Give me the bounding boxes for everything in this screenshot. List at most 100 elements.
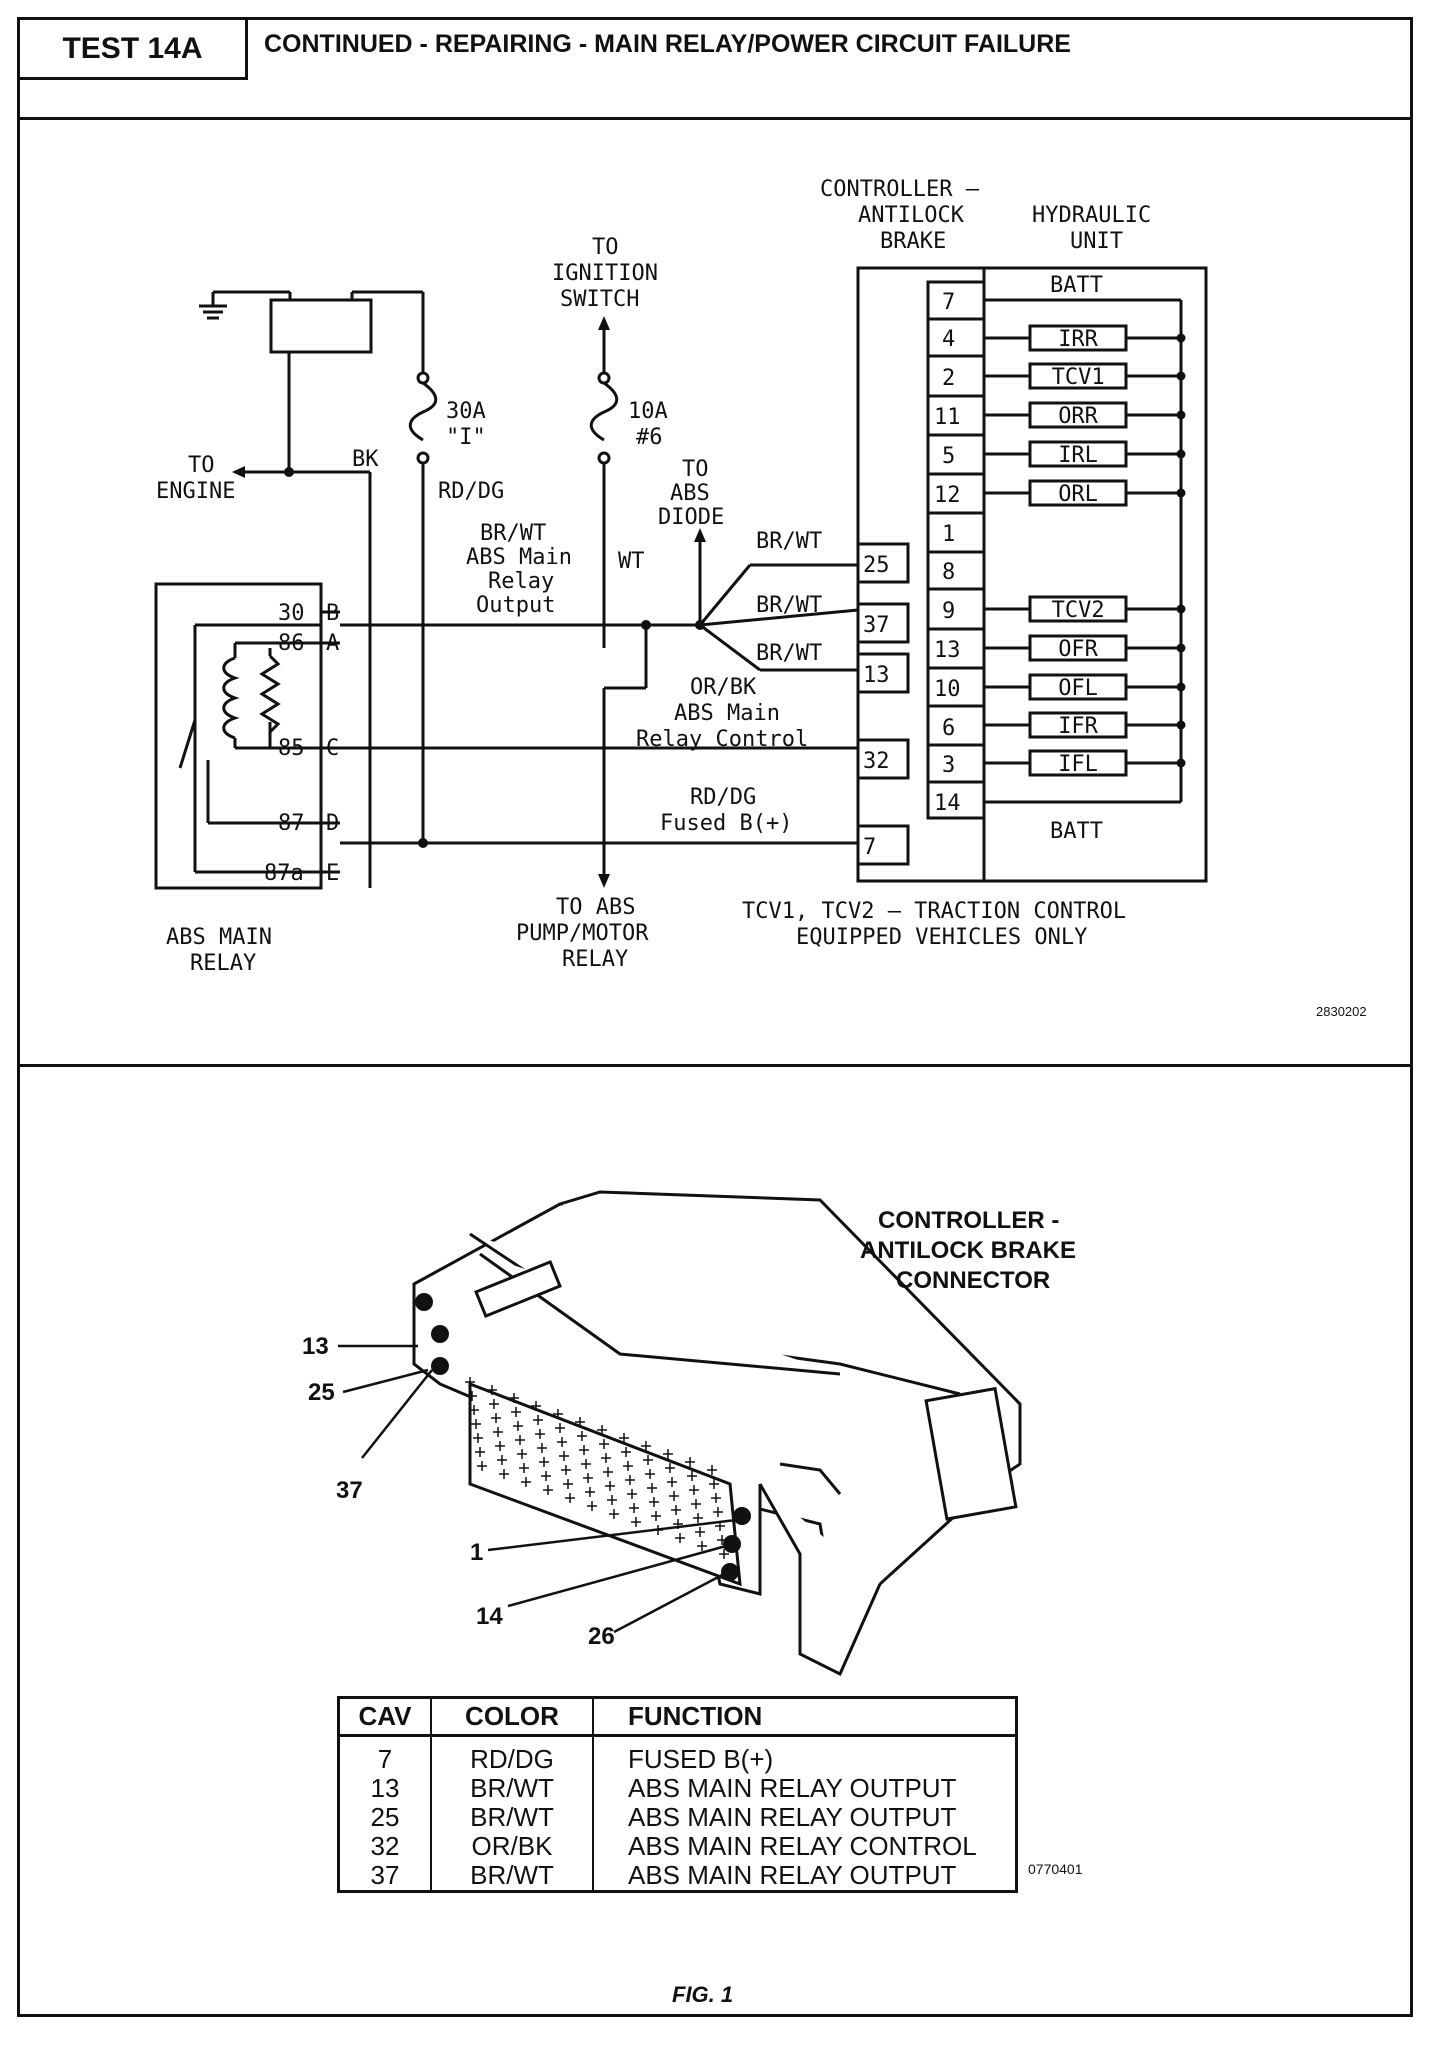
hydraulic-label-2: UNIT <box>1070 229 1123 254</box>
terminal-mark <box>533 1415 543 1425</box>
hydraulic-unit-box <box>982 266 1208 883</box>
hcu-pin-label: 1 <box>942 522 955 547</box>
coil-label: OFR <box>1058 637 1098 662</box>
battery-icon <box>269 298 373 354</box>
terminal-mark <box>513 1421 523 1431</box>
terminal-mark <box>535 1429 545 1439</box>
terminal-mark <box>575 1417 585 1427</box>
schematic-figure-code: 2830202 <box>1316 1004 1367 1019</box>
batt-bottom-label: BATT <box>1050 819 1103 844</box>
terminal-mark <box>537 1443 547 1453</box>
terminal-mark <box>631 1517 641 1527</box>
abs-diode-label-2: ABS <box>670 481 710 506</box>
terminal-mark <box>495 1441 505 1451</box>
resistor-icon <box>259 654 281 734</box>
table-header-row: CAV COLOR FUNCTION <box>338 1697 1017 1737</box>
terminal-mark <box>609 1509 619 1519</box>
arrow-up-icon <box>598 316 610 330</box>
arrow-down-icon <box>598 874 610 888</box>
connector-title-3: CONNECTOR <box>896 1267 1050 1294</box>
col-header-cav: CAV <box>338 1697 432 1737</box>
terminal-mark <box>471 1419 481 1429</box>
terminal-mark <box>695 1527 705 1537</box>
terminal-mark <box>477 1461 487 1471</box>
terminal-mark <box>497 1455 507 1465</box>
tcv-note-2: EQUIPPED VEHICLES ONLY <box>796 925 1087 950</box>
pump-relay-label-3: RELAY <box>562 947 628 972</box>
terminal-mark <box>561 1465 571 1475</box>
terminal-mark <box>581 1459 591 1469</box>
hcu-pin-label: 10 <box>934 677 961 702</box>
hcu-pin-label: 6 <box>942 716 955 741</box>
callout-25: 25 <box>308 1379 335 1406</box>
terminal-mark <box>517 1449 527 1459</box>
arrow-left-icon <box>232 466 245 478</box>
relay-label-1: ABS MAIN <box>166 925 272 950</box>
or-bk-label-2: ABS Main <box>674 701 780 726</box>
table-row: 13 BR/WT ABS MAIN RELAY OUTPUT <box>338 1774 1017 1803</box>
coil-junction-dot <box>1176 643 1186 653</box>
table-row: 37 BR/WT ABS MAIN RELAY OUTPUT <box>338 1860 1017 1892</box>
arrow-up-icon <box>694 528 706 542</box>
hcu-pin-label: 8 <box>942 560 955 585</box>
hcu-pin-label: 7 <box>942 290 955 315</box>
controller-label-2: ANTILOCK <box>858 203 965 228</box>
coil-label: TCV1 <box>1052 365 1105 390</box>
terminal-mark <box>607 1495 617 1505</box>
terminal-mark <box>559 1451 569 1461</box>
relay-pin-letter: E <box>326 861 339 886</box>
coil-dots <box>1176 333 1186 768</box>
br-wt-label-4: Output <box>476 593 555 618</box>
terminal-mark <box>707 1465 717 1475</box>
terminal-mark <box>691 1499 701 1509</box>
terminal-mark <box>509 1393 519 1403</box>
engine-label-1: TO <box>188 453 215 478</box>
cell-color: OR/BK <box>431 1832 594 1861</box>
hcu-pin-label: 12 <box>934 483 961 508</box>
controller-label-1: CONTROLLER – <box>820 177 980 202</box>
terminal-mark <box>493 1427 503 1437</box>
fuse-30a-label-2: "I" <box>446 425 486 450</box>
terminal-mark <box>671 1505 681 1515</box>
wire-wt-label: WT <box>618 549 645 574</box>
ignition-label-1: TO <box>592 235 619 260</box>
cell-function: ABS MAIN RELAY OUTPUT <box>628 1802 957 1832</box>
terminal-mark <box>469 1405 479 1415</box>
terminal-mark <box>645 1469 655 1479</box>
terminal-mark <box>629 1503 639 1513</box>
tcv-note-1: TCV1, TCV2 – TRACTION CONTROL <box>742 899 1126 924</box>
callout-26: 26 <box>588 1623 615 1650</box>
cell-function: ABS MAIN RELAY OUTPUT <box>628 1860 957 1890</box>
coil-label: ORL <box>1058 482 1098 507</box>
hcu-pin-label: 2 <box>942 366 955 391</box>
terminal-mark <box>619 1433 629 1443</box>
connector-title-2: ANTILOCK BRAKE <box>860 1237 1076 1264</box>
wire-br-wt-label-3: BR/WT <box>756 641 822 666</box>
terminal-mark <box>515 1435 525 1445</box>
terminal-mark <box>563 1479 573 1489</box>
cell-function: ABS MAIN RELAY CONTROL <box>628 1831 977 1861</box>
relay-label-2: RELAY <box>190 951 256 976</box>
rd-dg-fused-label-1: RD/DG <box>690 785 756 810</box>
coil-label: IFR <box>1058 714 1098 739</box>
cell-cav: 13 <box>338 1774 432 1803</box>
coil-label: IRR <box>1058 327 1098 352</box>
relay-coil-icon <box>222 656 240 740</box>
hcu-pin-label: 9 <box>942 599 955 624</box>
ignition-label-2: IGNITION <box>552 261 658 286</box>
callout-1: 1 <box>470 1539 483 1566</box>
terminal-mark <box>465 1377 475 1387</box>
wiring-schematic: CONTROLLER – ANTILOCK BRAKE HYDRAULIC UN… <box>154 177 1367 1019</box>
or-bk-label-1: OR/BK <box>690 675 757 700</box>
terminal-mark <box>565 1493 575 1503</box>
controller-label-3: BRAKE <box>880 229 946 254</box>
or-bk-label-3: Relay Control <box>636 727 808 752</box>
section-divider <box>20 1064 1410 1067</box>
hcu-pin-label: 13 <box>934 638 961 663</box>
relay-pin-number: 85 <box>278 736 305 761</box>
terminal-mark <box>667 1477 677 1487</box>
coil-label: TCV2 <box>1052 598 1105 623</box>
cell-cav: 37 <box>338 1861 432 1892</box>
cell-cav: 7 <box>338 1735 432 1774</box>
controller-pin-label: 7 <box>863 835 876 860</box>
